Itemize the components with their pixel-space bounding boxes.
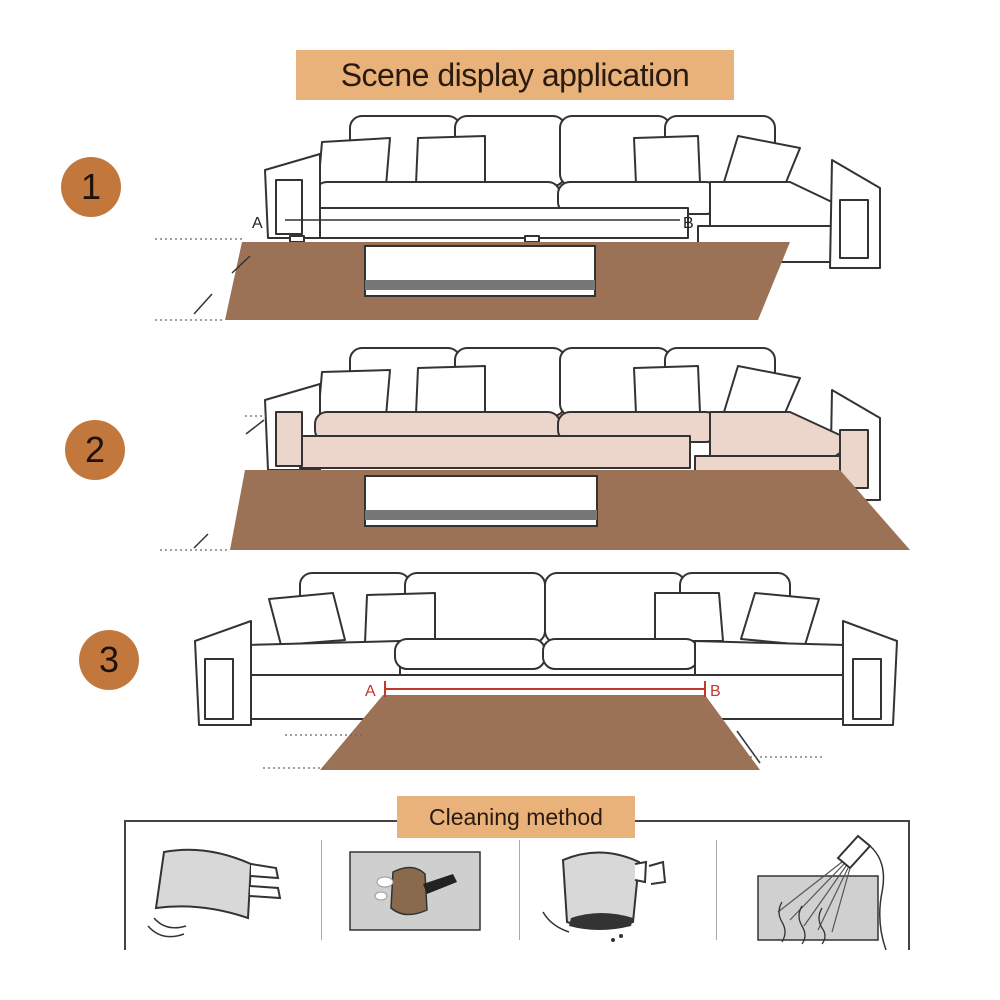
- sofa-base: [307, 207, 689, 239]
- scene-2-illustration: [160, 347, 910, 551]
- rug: [320, 695, 760, 770]
- coffee-table: [364, 245, 596, 297]
- scene-3-illustration: A B: [194, 572, 898, 770]
- cleaning-method-title: Cleaning method: [429, 804, 603, 830]
- pillow: [415, 135, 486, 185]
- cleaning-method-item-brush: [323, 822, 518, 950]
- step-badge-1: 1: [61, 157, 121, 217]
- brush-rug-icon: [349, 851, 481, 931]
- right-arm-panel: [839, 199, 869, 259]
- scene-1-illustration: A B: [155, 115, 881, 321]
- shake-rug-icon: [147, 848, 282, 938]
- pillow: [415, 365, 486, 415]
- shower-rinse-icon: [757, 834, 887, 951]
- divider: [321, 840, 322, 940]
- step-badge-2: 2: [65, 420, 125, 480]
- seat-cushion: [394, 638, 546, 670]
- cleaning-method-item-wash: [521, 822, 716, 950]
- label-a: A: [365, 683, 376, 700]
- sofa-cover: [275, 411, 869, 495]
- cleaning-method-banner: Cleaning method: [397, 796, 635, 838]
- pillow: [317, 369, 391, 419]
- seat-cushion: [542, 638, 699, 670]
- step-badge-3: 3: [79, 630, 139, 690]
- pillow: [317, 137, 391, 189]
- divider: [519, 840, 520, 940]
- label-b: B: [710, 683, 721, 700]
- left-arm-panel: [204, 658, 234, 720]
- left-arm-panel: [275, 179, 303, 235]
- leg: [524, 235, 540, 243]
- right-arm-panel: [852, 658, 882, 720]
- cleaning-method-panel: [124, 820, 913, 951]
- page-title: Scene display application: [340, 57, 690, 93]
- pillow: [268, 592, 346, 646]
- label-b: B: [683, 215, 694, 232]
- pillow: [633, 135, 701, 185]
- divider: [716, 840, 717, 940]
- cleaning-method-item-shake: [126, 822, 321, 950]
- measure-line: [384, 681, 706, 697]
- pillow: [654, 592, 724, 642]
- pillow: [740, 592, 820, 646]
- pillow: [633, 365, 701, 415]
- coffee-table: [364, 475, 598, 527]
- pillow: [364, 592, 436, 644]
- cleaning-method-item-rinse: [718, 822, 913, 951]
- hand-wash-icon: [542, 851, 667, 942]
- leg: [289, 235, 305, 243]
- title-banner: Scene display application: [296, 50, 734, 100]
- label-a: A: [252, 215, 263, 232]
